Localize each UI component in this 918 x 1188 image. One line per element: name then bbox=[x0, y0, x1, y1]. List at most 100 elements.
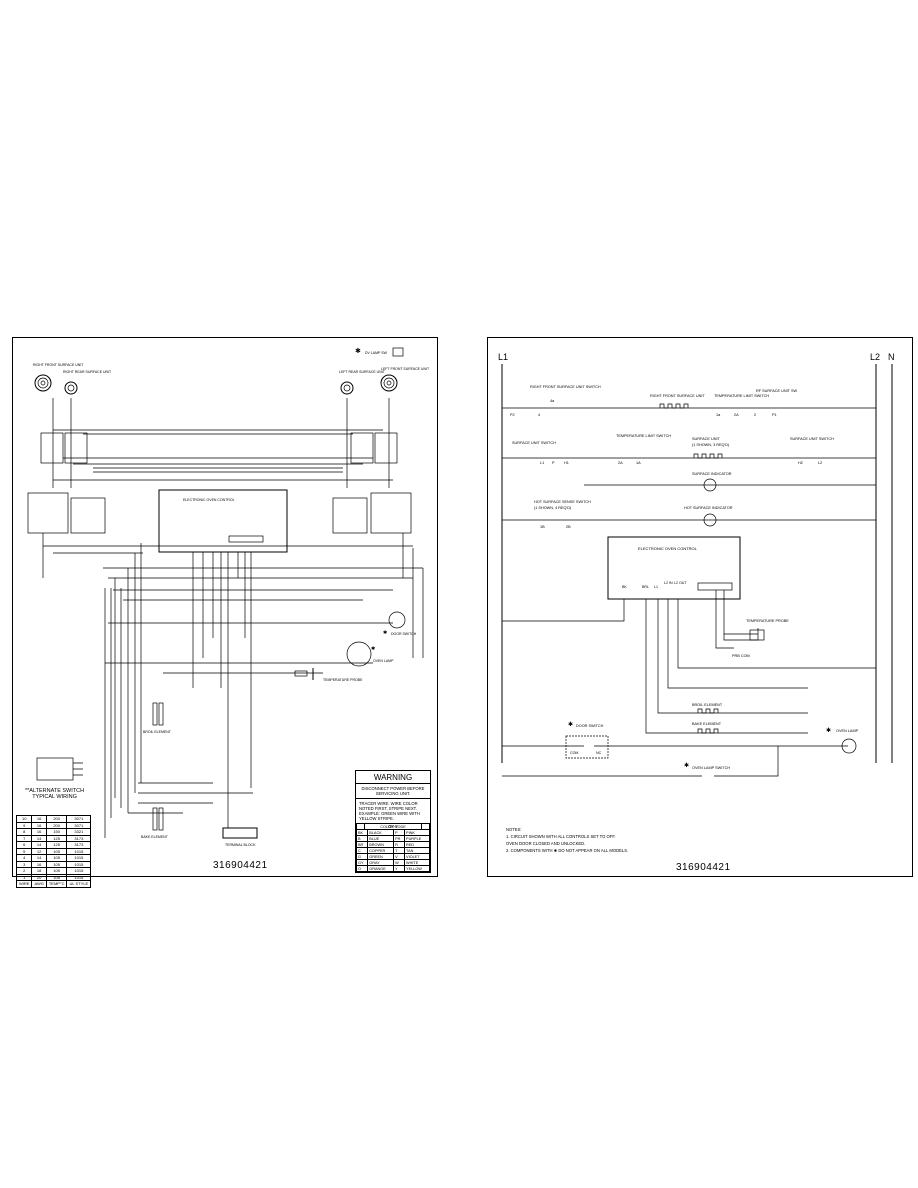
svg-text:BRL: BRL bbox=[642, 585, 649, 589]
svg-text:P: P bbox=[552, 461, 555, 465]
temp-probe-label: TEMPERATURE PROBE bbox=[746, 619, 789, 623]
gauge-cell: 16 bbox=[31, 828, 47, 836]
left-rear-surface-unit: LEFT REAR SURFACE UNIT bbox=[339, 370, 386, 395]
tracer-note: TRACER WIRE: WIRE COLOR NOTED FIRST, STR… bbox=[356, 798, 430, 823]
right-front-surface-unit: RIGHT FRONT SURFACE UNIT bbox=[33, 363, 84, 392]
right-rear-surface-unit: RIGHT REAR SURFACE UNIT bbox=[63, 370, 112, 395]
temperature-probe: TEMPERATURE PROBE PRB COM bbox=[732, 619, 789, 658]
svg-text:2B: 2B bbox=[566, 525, 571, 529]
note-2: 2. COMPONENTS WITH ✱ DO NOT APPEAR ON AL… bbox=[506, 848, 629, 853]
rail-l1: L1 bbox=[498, 352, 508, 362]
warning-title: WARNING bbox=[356, 771, 430, 784]
alternate-switch-caption: **ALTERNATE SWITCH TYPICAL WIRING bbox=[25, 788, 84, 800]
color-code-cell: Y bbox=[393, 865, 406, 872]
gauge-cell: 3071 bbox=[66, 815, 92, 823]
svg-text:1A: 1A bbox=[636, 461, 641, 465]
svg-text:✱: ✱ bbox=[826, 727, 831, 734]
left-front-surface-unit: LEFT FRONT SURFACE UNIT bbox=[380, 367, 430, 392]
su-switch-right-label: SURFACE UNIT SWITCH bbox=[790, 437, 834, 441]
svg-text:4: 4 bbox=[538, 413, 540, 417]
svg-text:L2: L2 bbox=[818, 461, 822, 465]
alternate-switch-label: **ALTERNATE SWITCH bbox=[25, 788, 85, 794]
surface-indicator-label: SURFACE INDICATOR bbox=[692, 472, 732, 476]
svg-text:BK: BK bbox=[622, 585, 627, 589]
note-1: 1. CIRCUIT SHOWN WITH ALL CONTROLS SET T… bbox=[506, 834, 616, 839]
bake-label: BAKE ELEMENT bbox=[692, 722, 722, 726]
row-surface-unit: SURFACE UNIT SWITCH TEMPERATURE LIMIT SW… bbox=[502, 434, 876, 465]
svg-text:P2: P2 bbox=[510, 413, 515, 417]
gauge-cell: 14 bbox=[31, 834, 47, 842]
terminal-block: TERMINAL BLOCK bbox=[222, 827, 258, 847]
optional-asterisk: ✱ bbox=[355, 347, 361, 355]
color-code-cell: O bbox=[355, 865, 369, 872]
gauge-cell: 1 bbox=[15, 873, 33, 881]
electronic-oven-control: ELECTRONIC OVEN CONTROL bbox=[158, 489, 288, 553]
gauge-header: UL STYLE bbox=[66, 880, 92, 888]
schematic-sheet: L1 L2 N RIGHT FRONT SURFACE UNIT SWITCH … bbox=[487, 337, 913, 877]
color-code-cell: ORANGE bbox=[367, 865, 395, 872]
label-right-front: RIGHT FRONT SURFACE UNIT bbox=[33, 363, 84, 367]
broil-element: BROIL ELEMENT bbox=[692, 703, 723, 714]
gauge-cell: 16 bbox=[31, 815, 47, 823]
power-rails bbox=[501, 364, 893, 763]
wire-harness bbox=[42, 398, 424, 838]
rf-switch-label: RIGHT FRONT SURFACE UNIT SWITCH bbox=[530, 385, 601, 389]
svg-text:H1: H1 bbox=[564, 461, 569, 465]
pictorial-wiring-sheet: RIGHT FRONT SURFACE UNIT RIGHT REAR SURF… bbox=[12, 337, 438, 888]
surface-unit-label: SURFACE UNIT bbox=[692, 437, 721, 441]
bake-element: BAKE ELEMENT bbox=[141, 807, 169, 839]
gauge-header: TEMP°C bbox=[45, 880, 68, 888]
gauge-cell: 1015 bbox=[66, 860, 92, 868]
label-bake: BAKE ELEMENT bbox=[141, 835, 169, 839]
svg-text:✱: ✱ bbox=[371, 646, 375, 652]
svg-text:✱: ✱ bbox=[568, 721, 573, 728]
temp-limit-label: TEMPERATURE LIMIT SWITCH bbox=[714, 394, 769, 398]
prb-com-label: PRB COM bbox=[732, 654, 750, 658]
label-right-rear: RIGHT REAR SURFACE UNIT bbox=[63, 370, 112, 374]
notes-title: NOTES: bbox=[506, 827, 522, 832]
gauge-cell: 8 bbox=[15, 828, 33, 836]
label-left-front: LEFT FRONT SURFACE UNIT bbox=[381, 367, 430, 371]
label-oven-lamp: OVEN LAMP bbox=[373, 659, 394, 663]
gauge-cell: 2 bbox=[15, 867, 33, 875]
eoc-label: ELECTRONIC OVEN CONTROL bbox=[638, 546, 698, 551]
gauge-cell: 5 bbox=[15, 847, 33, 855]
row-surface-indicator: SURFACE INDICATOR bbox=[584, 472, 876, 492]
door-switch-label: DOOR SWITCH bbox=[576, 724, 604, 728]
gauge-cell: 6 bbox=[15, 841, 33, 849]
svg-text:✱: ✱ bbox=[383, 630, 387, 636]
gauge-cell: 16 bbox=[31, 821, 47, 829]
oven-lamp-label: OVEN LAMP bbox=[836, 729, 859, 733]
svg-text:1a: 1a bbox=[716, 413, 721, 417]
row-hot-surface: HOT SURFACE SENSE SWITCH (1 SHOWN, 4 REQ… bbox=[502, 500, 876, 529]
gauge-cell: 18 bbox=[31, 867, 47, 875]
notes: NOTES: 1. CIRCUIT SHOWN WITH ALL CONTROL… bbox=[506, 826, 628, 854]
broil-element: BROIL ELEMENT bbox=[143, 702, 172, 734]
gauge-cell: 10 bbox=[15, 815, 33, 823]
svg-text:P1: P1 bbox=[772, 413, 777, 417]
gauge-cell: 3071 bbox=[66, 821, 92, 829]
label-broil: BROIL ELEMENT bbox=[143, 730, 172, 734]
part-number-right: 316904421 bbox=[676, 862, 731, 873]
bake-element: BAKE ELEMENT bbox=[692, 722, 722, 734]
gauge-cell: 1015 bbox=[66, 867, 92, 875]
label-left-rear: LEFT REAR SURFACE UNIT bbox=[339, 370, 386, 374]
gauge-cell: 7 bbox=[15, 834, 33, 842]
rail-n: N bbox=[888, 352, 895, 362]
gauge-cell: 4 bbox=[15, 854, 33, 862]
oven-lamp-switch: ✱ OVEN LAMP SWITCH bbox=[502, 746, 779, 777]
schematic-diagram: L1 L2 N RIGHT FRONT SURFACE UNIT SWITCH … bbox=[498, 352, 895, 777]
switch-block-rf bbox=[27, 432, 106, 534]
electronic-oven-control: ELECTRONIC OVEN CONTROL BK BRL L1 L2 IN … bbox=[502, 536, 876, 734]
oven-lamp: ✱ OVEN LAMP bbox=[346, 641, 394, 667]
gauge-cell: 3173 bbox=[66, 841, 92, 849]
part-number-left: 316904421 bbox=[213, 860, 268, 871]
su-switch-left-label: SURFACE UNIT SWITCH bbox=[512, 441, 556, 445]
